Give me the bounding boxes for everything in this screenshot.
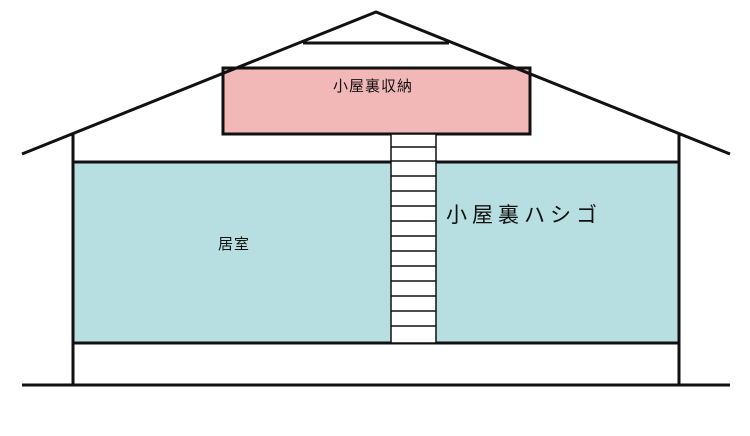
ladder-frame — [390, 133, 437, 344]
attic-ladder-label: 小屋裏ハシゴ — [446, 203, 602, 227]
living-room-label: 居室 — [218, 235, 251, 253]
roof-line — [21, 10, 731, 156]
attic-storage-area — [221, 66, 532, 136]
attic-ladder — [390, 133, 437, 344]
living-room-area — [71, 160, 681, 345]
attic-storage-label: 小屋裏収納 — [333, 77, 414, 95]
